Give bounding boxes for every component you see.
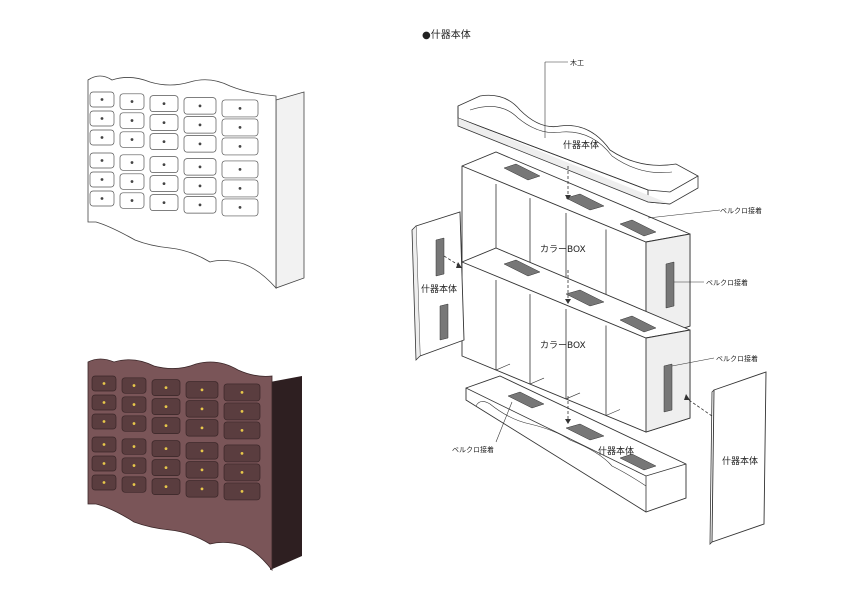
- label-right-panel: 什器本体: [722, 455, 758, 467]
- drawer-knob: [100, 136, 104, 139]
- drawer-knob: [130, 199, 134, 202]
- drawer-knob: [200, 426, 204, 430]
- drawer-knob: [200, 468, 204, 472]
- drawer-knob: [200, 388, 204, 392]
- velcro-strip: [665, 261, 675, 309]
- drawer-knob: [100, 197, 104, 200]
- label-velcro-2: ベルクロ接着: [706, 278, 748, 287]
- label-velcro-1: ベルクロ接着: [720, 206, 762, 215]
- velcro-strip: [565, 289, 605, 307]
- drawer-knob: [200, 449, 204, 453]
- drawer-knob: [162, 163, 166, 167]
- drawer-knob: [198, 104, 202, 108]
- drawer-knob: [238, 187, 242, 190]
- box-divider-edge: [605, 409, 621, 416]
- drawer-knob: [102, 481, 106, 484]
- drawer-knob: [238, 206, 242, 209]
- drawer-knob: [200, 407, 204, 411]
- drawer-knob: [240, 429, 244, 432]
- cabinet-color-render: [87, 358, 302, 572]
- drawer-knob: [132, 384, 136, 387]
- left-side-panel: [411, 211, 465, 361]
- velcro-strip: [619, 315, 657, 333]
- drawer-knob: [164, 424, 168, 427]
- drawer-knob: [132, 483, 136, 486]
- drawer-knob: [102, 420, 106, 423]
- cabinet-line-drawers: [89, 91, 259, 217]
- drawer-knob: [102, 382, 106, 385]
- drawer-knob: [164, 466, 168, 469]
- label-base-unit: 什器本体: [598, 445, 634, 457]
- cabinet-line-drawing: [87, 75, 305, 290]
- drawer-knob: [102, 401, 106, 404]
- cabinet-color-drawers: [91, 375, 261, 501]
- drawer-knob: [130, 138, 134, 141]
- drawer-knob: [130, 119, 134, 122]
- drawer-knob: [238, 126, 242, 129]
- base-unit: [465, 375, 687, 513]
- drawer-knob: [238, 145, 242, 148]
- top-wood-unit: [457, 94, 699, 205]
- drawer-knob: [130, 161, 134, 164]
- arrow-right-panel: [685, 397, 713, 417]
- drawer-knob: [240, 471, 244, 474]
- drawer-knob: [132, 403, 136, 406]
- diagram-title: ●什器本体: [422, 28, 471, 41]
- drawer-knob: [238, 168, 242, 171]
- label-mokko: 木工: [570, 58, 584, 67]
- drawer-knob: [130, 180, 134, 183]
- drawer-knob: [198, 123, 202, 127]
- velcro-strip: [619, 219, 657, 237]
- drawer-knob: [100, 178, 104, 181]
- label-left-panel: 什器本体: [421, 283, 457, 295]
- velcro-strip: [663, 363, 673, 413]
- velcro-strip: [503, 163, 541, 181]
- box-divider-edge: [495, 363, 511, 371]
- right-side-panel: [709, 371, 767, 545]
- drawer-knob: [240, 452, 244, 455]
- drawer-knob: [102, 462, 106, 465]
- drawer-knob: [164, 447, 168, 450]
- drawer-knob: [198, 142, 202, 146]
- drawer-knob: [200, 487, 204, 491]
- drawer-knob: [102, 443, 106, 446]
- drawer-knob: [162, 102, 166, 105]
- drawer-knob: [162, 121, 166, 124]
- drawer-knob: [164, 405, 168, 408]
- color-box-lower: [461, 247, 691, 433]
- label-box-upper: カラーBOX: [540, 244, 586, 255]
- drawer-knob: [238, 107, 242, 110]
- drawer-knob: [132, 445, 136, 448]
- drawer-knob: [162, 182, 166, 186]
- drawer-knob: [132, 464, 136, 467]
- box-divider-edge: [529, 377, 545, 385]
- drawer-knob: [130, 100, 134, 103]
- label-box-lower: カラーBOX: [540, 340, 586, 351]
- drawer-knob: [198, 203, 202, 207]
- drawer-knob: [164, 485, 168, 488]
- drawer-knob: [198, 184, 202, 188]
- arrow-heads: [456, 195, 690, 424]
- label-velcro-4: ベルクロ接着: [452, 445, 494, 454]
- drawer-knob: [100, 117, 104, 120]
- drawer-knob: [164, 386, 168, 389]
- velcro-strip: [503, 259, 541, 277]
- velcro-strip: [565, 193, 605, 211]
- drawer-knob: [132, 422, 136, 425]
- cabinet-line-side: [275, 91, 305, 289]
- label-velcro-3: ベルクロ接着: [716, 354, 758, 363]
- drawer-knob: [198, 165, 202, 169]
- drawer-knob: [162, 140, 166, 144]
- drawer-knob: [100, 159, 104, 162]
- drawer-knob: [100, 98, 104, 101]
- cabinet-color-side: [270, 376, 302, 570]
- label-top-unit: 什器本体: [563, 139, 599, 151]
- drawer-knob: [162, 201, 166, 205]
- velcro-strips: [503, 163, 675, 413]
- drawer-knob: [240, 410, 244, 413]
- drawer-knob: [240, 490, 244, 493]
- drawer-knob: [240, 391, 244, 394]
